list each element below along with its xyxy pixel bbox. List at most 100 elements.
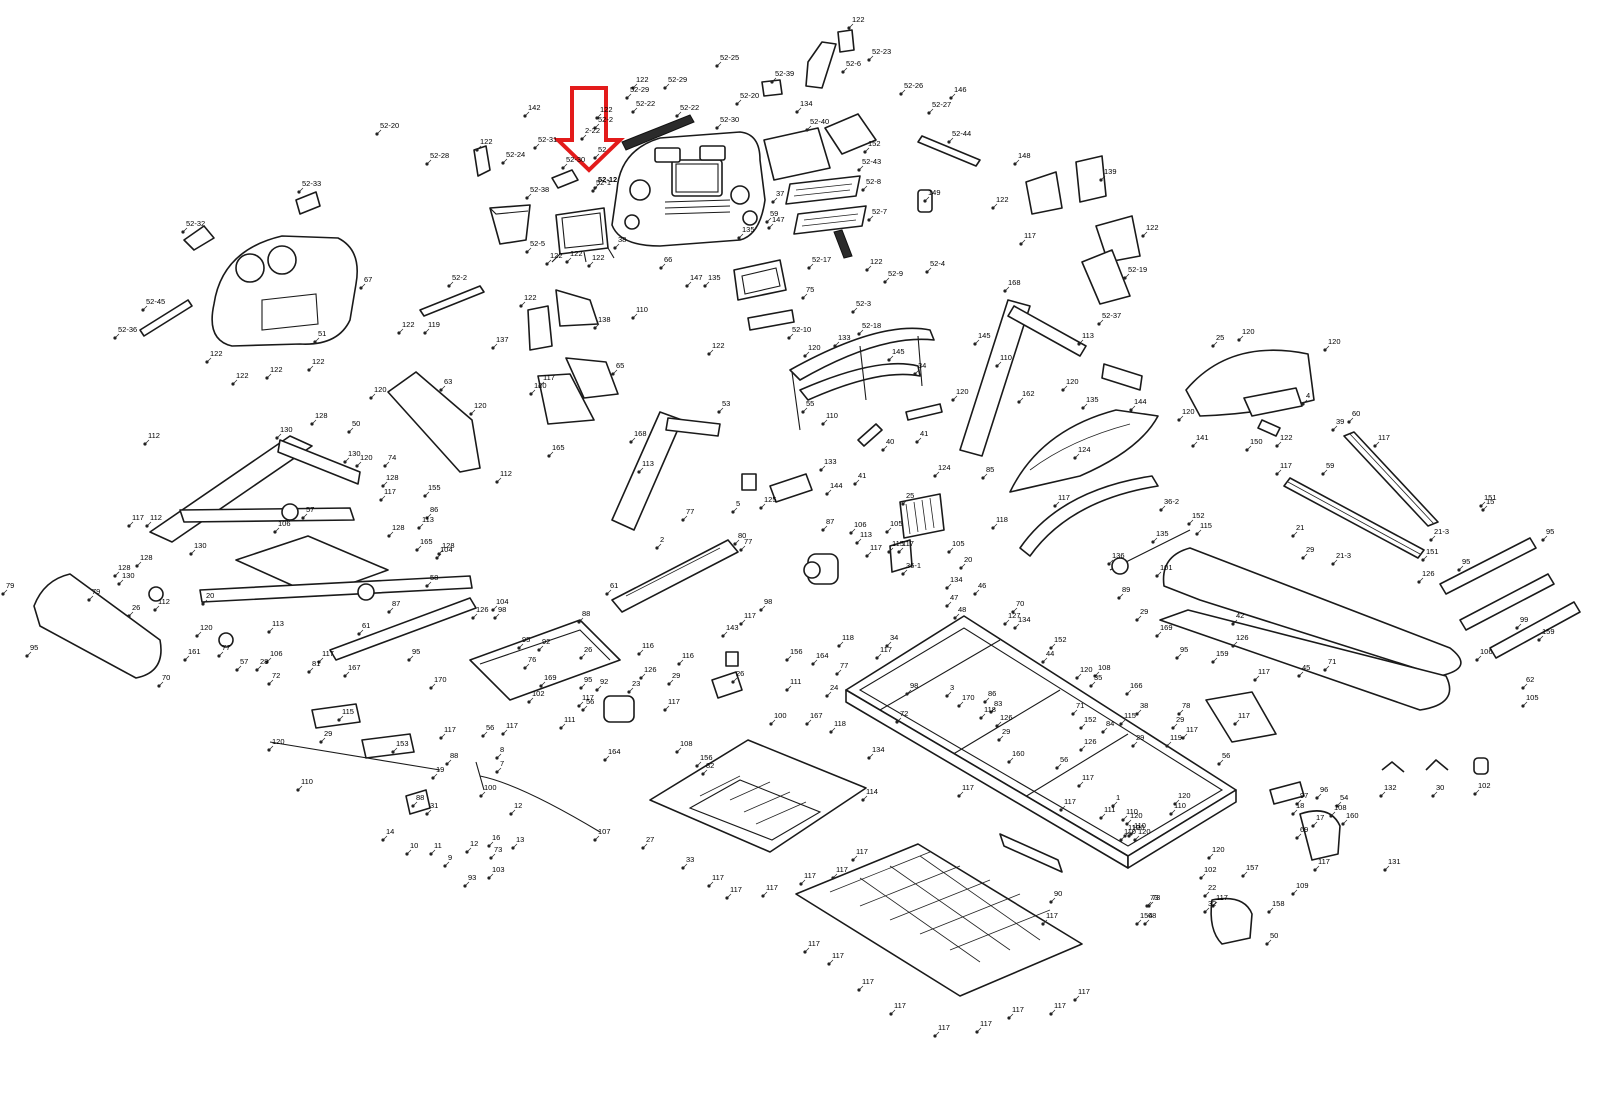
part-number-label: 110 [636,305,648,314]
leader-pin [1049,1012,1053,1016]
leader-pin [493,616,497,620]
part-number-label: 8 [500,745,504,754]
highlight-arrow [553,86,625,173]
part-number-label: 122 [1146,223,1159,232]
part-callout: 24 [825,683,838,698]
leader-pin [875,656,879,660]
part-callout: 126 [1417,569,1435,584]
part-number-label: 50 [1270,931,1278,940]
leader-pin [1211,660,1215,664]
part-number-label: 115 [1124,711,1136,720]
leader-pin [593,838,597,842]
part-number-label: 104 [496,597,509,606]
part-callout: 117 [851,847,868,862]
leader-pin [731,680,735,684]
part-number-label: 61 [362,621,370,630]
part-number-label: 122 [592,253,605,262]
part-callout: 116 [637,641,654,656]
leader-pin [759,608,763,612]
part-number-label: 69 [1300,825,1308,834]
part-callout: 78 [1177,701,1190,716]
part-number-label: 39 [1336,417,1344,426]
part-number-label: 84 [1106,719,1114,728]
part-number-label: 122 [600,105,613,114]
part-number-label: 52-22 [636,99,655,108]
part-callout: 113 [637,459,654,474]
leader-pin [685,284,689,288]
leader-pin [1,592,5,596]
part-callout: 122 [475,137,493,152]
part-number-label: 21-3 [1336,551,1351,560]
part-callout: 122 [707,341,725,356]
leader-pin [770,80,774,84]
part-callout: 30 [1431,783,1444,798]
leader-pin [435,556,439,560]
part-callout: 52 [593,145,606,160]
part-number-label: 115 [892,539,904,548]
part-callout: 84 [1101,719,1114,734]
leader-pin [157,684,161,688]
part-number-label: 117 [1012,1005,1024,1014]
leader-pin [1311,824,1315,828]
part-callout: 111 [785,677,801,692]
part-callout: 52-26 [899,81,923,96]
leader-pin [1521,686,1525,690]
part-callout: 36-1 [901,561,921,576]
part-number-label: 118 [984,705,996,714]
part-number-label: 13 [516,835,524,844]
leader-pin [1099,178,1103,182]
leader-pin [811,662,815,666]
part-number-label: 127 [1008,611,1021,620]
part-number-label: 147 [772,215,785,224]
part-number-label: 145 [892,347,905,356]
part-number-label: 117 [938,1023,950,1032]
part-callout: 117 [501,721,518,736]
part-callout: 160 [1341,811,1359,826]
part-callout: 122 [265,365,283,380]
leader-pin [579,686,583,690]
part-number-label: 52-24 [506,150,525,159]
part-callout: 149 [923,188,941,203]
part-callout: 104 [491,597,509,612]
part-number-label: 14 [386,827,394,836]
part-number-label: 52-20 [740,91,759,100]
leader-pin [1121,818,1125,822]
part-number-label: 102 [1204,865,1217,874]
part-number-label: 52-27 [932,100,951,109]
part-number-label: 110 [1126,807,1138,816]
part-number-label: 128 [386,473,399,482]
part-number-label: 160 [1346,811,1359,820]
leader-pin [1013,162,1017,166]
leader-pin [343,460,347,464]
part-callout: 118 [979,705,996,720]
leader-pin [529,392,533,396]
leader-pin [375,132,379,136]
part-number-label: 92 [600,677,608,686]
part-number-label: 122 [402,320,415,329]
leader-pin [1073,998,1077,1002]
part-number-label: 117 [384,487,396,496]
part-number-label: 158 [1272,899,1285,908]
part-number-label: 50 [352,419,360,428]
leader-pin [1421,558,1425,562]
part-number-label: 67 [364,275,372,284]
part-callout: 28 [255,657,268,672]
leader-pin [415,548,419,552]
part-number-label: 167 [348,663,361,672]
part-callout: 117 [1313,857,1330,872]
part-callout: 52-22 [675,103,699,118]
part-number-label: 52-38 [530,185,549,194]
console-assembly [139,29,1141,473]
leader-pin [821,422,825,426]
part-number-label: 109 [1296,881,1309,890]
part-number-label: 112 [500,469,512,478]
part-number-label: 130 [122,571,135,580]
leader-pin [803,354,807,358]
part-callout: 122 [587,253,605,268]
part-callout: 117 [865,543,882,558]
part-number-label: 65 [616,361,624,370]
part-callout: 100 [479,783,497,798]
part-number-label: 100 [774,711,787,720]
part-callout: 165 [547,443,565,458]
leader-pin [1127,834,1131,838]
